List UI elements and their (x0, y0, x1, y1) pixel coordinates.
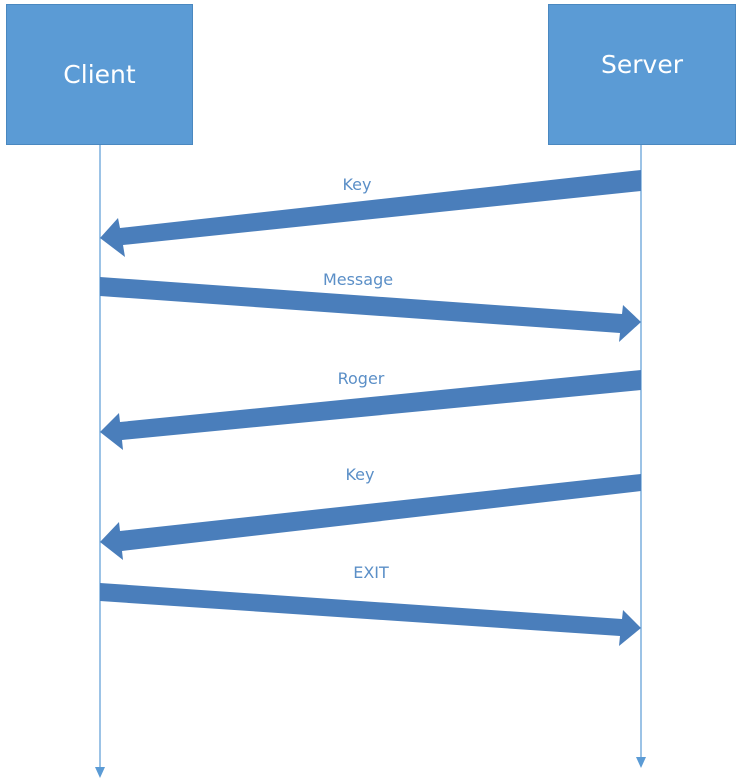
message-arrow-5: EXIT (100, 563, 641, 646)
message-label-2: Message (323, 270, 393, 289)
message-label-1: Key (342, 175, 371, 194)
message-label-3: Roger (338, 369, 385, 388)
message-label-4: Key (345, 465, 374, 484)
server-lifeline (636, 145, 646, 768)
server-participant-label: Server (601, 50, 683, 79)
message-arrow-4-shape (100, 474, 641, 560)
message-arrow-1: Key (100, 170, 641, 257)
server-participant-box: Server (548, 4, 736, 145)
client-lifeline (95, 145, 105, 778)
message-arrow-5-shape (100, 583, 641, 646)
message-arrow-3-shape (100, 370, 641, 450)
message-arrow-2: Message (100, 270, 641, 342)
client-participant-box: Client (6, 4, 193, 145)
message-arrow-4: Key (100, 465, 641, 560)
client-participant-label: Client (63, 60, 136, 89)
message-arrow-1-shape (100, 170, 641, 257)
message-arrow-2-shape (100, 277, 641, 342)
message-arrow-3: Roger (100, 369, 641, 450)
message-label-5: EXIT (353, 563, 389, 582)
